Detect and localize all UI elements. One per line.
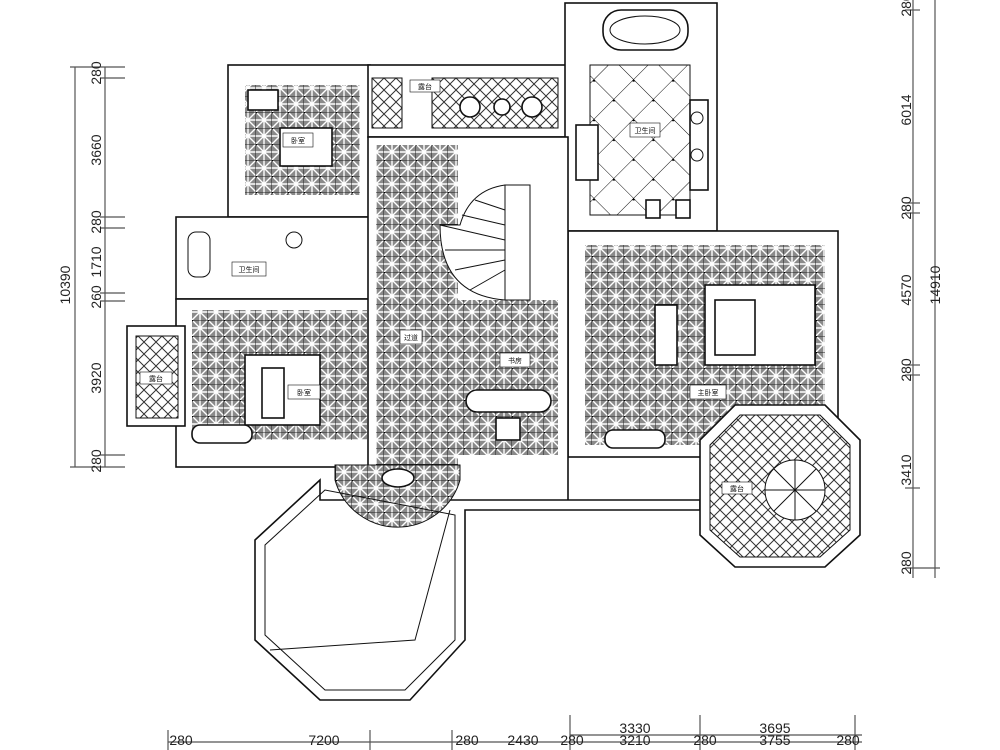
dim-right-seg: 280 (898, 0, 914, 17)
floor-master-bedroom: 主卧室 (585, 245, 825, 449)
staircase (439, 184, 531, 301)
dim-bottom-seg: 2430 (507, 732, 538, 748)
terrace-top: 露台 (371, 77, 559, 129)
dim-bottom-seg: 280 (560, 732, 584, 748)
dimension-bottom: 280 7200 280 2430 280 3210 280 3755 280 … (167, 715, 862, 750)
floor-bedroom-top-left: 卧室 (245, 85, 360, 195)
dim-bottom-seg: 3210 (619, 732, 650, 748)
room-label: 书房 (508, 356, 522, 365)
dimension-right: 14910 280 6014 280 4570 280 3410 280 (898, 0, 943, 578)
room-label: 主卧室 (698, 388, 719, 397)
dim-right-seg: 280 (898, 358, 914, 382)
floor-bedroom-left: 卧室 (191, 310, 367, 444)
dim-left-seg: 1710 (88, 246, 104, 277)
dim-bottom-seg: 280 (693, 732, 717, 748)
dim-bottom-seg: 3755 (759, 732, 790, 748)
dim-left-seg: 3920 (88, 362, 104, 393)
bathroom-right: 卫生间 (575, 9, 709, 219)
room-label: 卧室 (291, 136, 305, 145)
dim-left-seg: 3660 (88, 134, 104, 165)
dimension-left: 10390 280 3660 280 1710 260 3920 280 (57, 61, 125, 473)
dim-right-seg: 6014 (898, 94, 914, 125)
dim-right-seg: 3410 (898, 454, 914, 485)
dim-right-seg: 4570 (898, 274, 914, 305)
room-label: 卫生间 (635, 126, 656, 135)
dim-right-total: 14910 (927, 265, 943, 304)
dim-bottom-seg: 280 (169, 732, 193, 748)
terrace-right: 露台 (699, 404, 861, 568)
room-label: 过道 (404, 333, 418, 342)
dim-left-seg: 260 (88, 285, 104, 309)
room-label: 露台 (730, 484, 744, 493)
dim-left-seg: 280 (88, 61, 104, 85)
dim-left-total: 10390 (57, 265, 73, 304)
room-label: 卧室 (297, 388, 311, 397)
dim-bottom-upper: 3695 (759, 720, 790, 736)
dim-right-seg: 280 (898, 551, 914, 575)
dim-right-seg: 280 (898, 196, 914, 220)
dim-bottom-upper: 3330 (619, 720, 650, 736)
terrace-left: 露台 (126, 325, 186, 427)
dim-left-seg: 280 (88, 449, 104, 473)
room-label: 露台 (149, 374, 163, 383)
room-label: 露台 (418, 82, 432, 91)
dim-bottom-seg: 280 (836, 732, 860, 748)
octagon-room (264, 489, 456, 691)
dim-bottom-seg: 7200 (308, 732, 339, 748)
floor-corridor-study: 过道 书房 (334, 145, 558, 528)
dim-bottom-seg: 280 (455, 732, 479, 748)
room-label: 卫生间 (239, 265, 260, 274)
bathroom-left: 卫生间 (187, 231, 303, 278)
dim-left-seg: 280 (88, 210, 104, 234)
